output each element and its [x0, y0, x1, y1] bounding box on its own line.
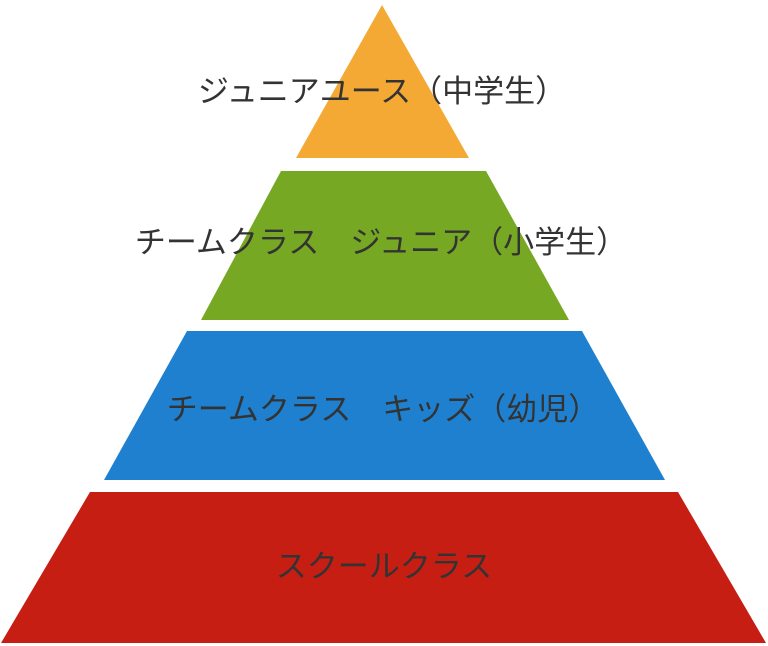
tier-team-junior-shape [201, 171, 569, 320]
tier-school-shape [1, 492, 766, 643]
tier-team-kids-label: チームクラス キッズ（幼児） [167, 392, 599, 428]
tier-school-label: スクールクラス [276, 549, 492, 585]
tier-team-junior-label: チームクラス ジュニア（小学生） [135, 225, 627, 261]
tier-junior-youth-label: ジュニアユース（中学生） [198, 74, 566, 110]
tier-junior-youth-shape [296, 5, 469, 158]
tier-team-kids-shape [104, 331, 665, 480]
